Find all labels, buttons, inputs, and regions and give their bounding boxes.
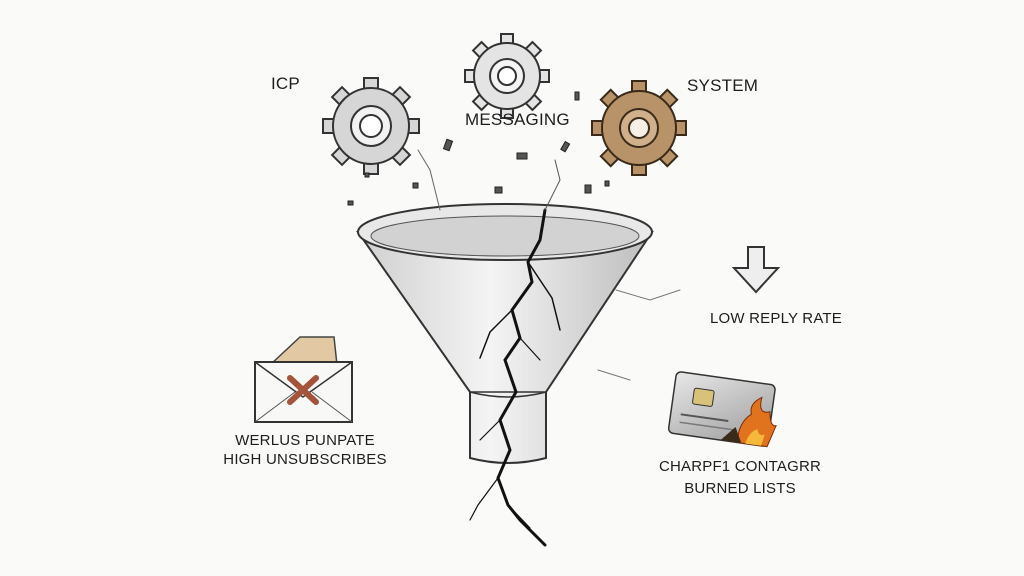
gear-icon-system bbox=[591, 80, 687, 176]
envelope-caption-line1: WERLUS PUNPATE bbox=[235, 432, 375, 449]
crack-lines bbox=[417, 149, 681, 547]
gear-icon-icp bbox=[322, 77, 420, 175]
envelope-caption-line2: HIGH UNSUBSCRIBES bbox=[223, 451, 387, 468]
gear-icon-messaging bbox=[464, 33, 550, 119]
funnel-icon bbox=[356, 203, 654, 464]
envelope-x-icon bbox=[254, 336, 353, 423]
card-caption-line1: CHARPF1 CONTAGRR bbox=[658, 458, 822, 475]
card-caption-line2: BURNED LISTS bbox=[684, 480, 796, 497]
gear-label-messaging: MESSAGING bbox=[465, 110, 570, 129]
burning-card-icon bbox=[667, 371, 777, 448]
gear-label-system: SYSTEM bbox=[687, 76, 759, 95]
down-arrow-icon bbox=[731, 246, 781, 294]
gear-label-icp: ICP bbox=[271, 74, 300, 93]
low-reply-rate-label: LOW REPLY RATE bbox=[710, 310, 842, 327]
